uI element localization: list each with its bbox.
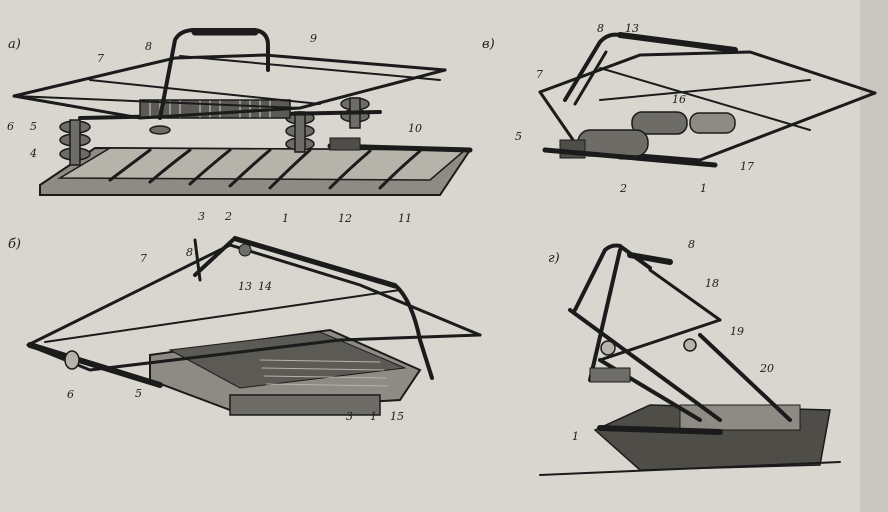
label-a-9: 9 xyxy=(310,32,317,45)
panel-c-drawing xyxy=(538,32,877,168)
panel-a-drawing xyxy=(12,28,473,196)
base-ribs xyxy=(108,148,422,190)
label-a-2: 2 xyxy=(224,210,232,223)
label-c-13: 13 xyxy=(625,22,639,35)
right-edge-shadow xyxy=(860,0,888,512)
label-b-3: 3 xyxy=(346,410,353,423)
label-c-5: 5 xyxy=(515,130,522,143)
label-d-8: 8 xyxy=(688,238,695,251)
label-a-10: 10 xyxy=(408,122,422,135)
label-a-5: 5 xyxy=(30,120,37,133)
label-b-8: 8 xyxy=(186,246,193,259)
panel-a-labels: 7 8 9 6 5 4 10 3 2 1 12 11 xyxy=(7,32,422,225)
label-c-8: 8 xyxy=(597,22,604,35)
panel-c-labels: 8 13 7 16 5 2 1 17 xyxy=(515,22,754,195)
cylinder-16 xyxy=(631,111,688,135)
label-d-18: 18 xyxy=(705,277,719,290)
label-b-15: 15 xyxy=(390,410,404,423)
label-c-1: 1 xyxy=(700,182,707,195)
panel-c-letter: в) xyxy=(482,37,495,52)
insulators xyxy=(59,97,370,166)
label-b-14: 14 xyxy=(258,280,272,293)
label-a-11: 11 xyxy=(398,212,412,225)
collector-d xyxy=(573,243,652,312)
label-d-20: 20 xyxy=(759,362,774,375)
label-b-13: 13 xyxy=(238,280,252,293)
label-b-6: 6 xyxy=(67,388,74,401)
label-c-17: 17 xyxy=(740,160,754,173)
panel-d-drawing xyxy=(539,243,841,476)
label-a-3: 3 xyxy=(198,210,205,223)
cylinder-17 xyxy=(689,112,736,134)
label-a-7: 7 xyxy=(97,52,104,65)
panel-a-letter: а) xyxy=(8,37,21,52)
label-c-2: 2 xyxy=(619,182,627,195)
label-b-7: 7 xyxy=(140,252,147,265)
label-c-16: 16 xyxy=(672,93,686,106)
panel-d-labels: 8 18 19 20 1 xyxy=(572,238,774,443)
label-d-19: 19 xyxy=(730,325,744,338)
collector-head xyxy=(193,235,434,380)
label-a-6: 6 xyxy=(7,120,14,133)
label-a-4: 4 xyxy=(29,147,37,160)
label-a-8: 8 xyxy=(145,40,152,53)
label-a-12: 12 xyxy=(338,212,352,225)
label-b-1: 1 xyxy=(370,410,377,423)
panel-b-drawing xyxy=(26,235,482,416)
label-a-1: 1 xyxy=(282,212,289,225)
panel-d-letter: г) xyxy=(548,251,560,266)
label-d-1: 1 xyxy=(572,430,579,443)
panel-b-labels: 8 7 13 14 6 5 3 1 15 xyxy=(67,246,404,423)
label-b-5: 5 xyxy=(135,387,142,400)
panel-b-letter: б) xyxy=(8,237,21,252)
label-c-7: 7 xyxy=(536,68,543,81)
